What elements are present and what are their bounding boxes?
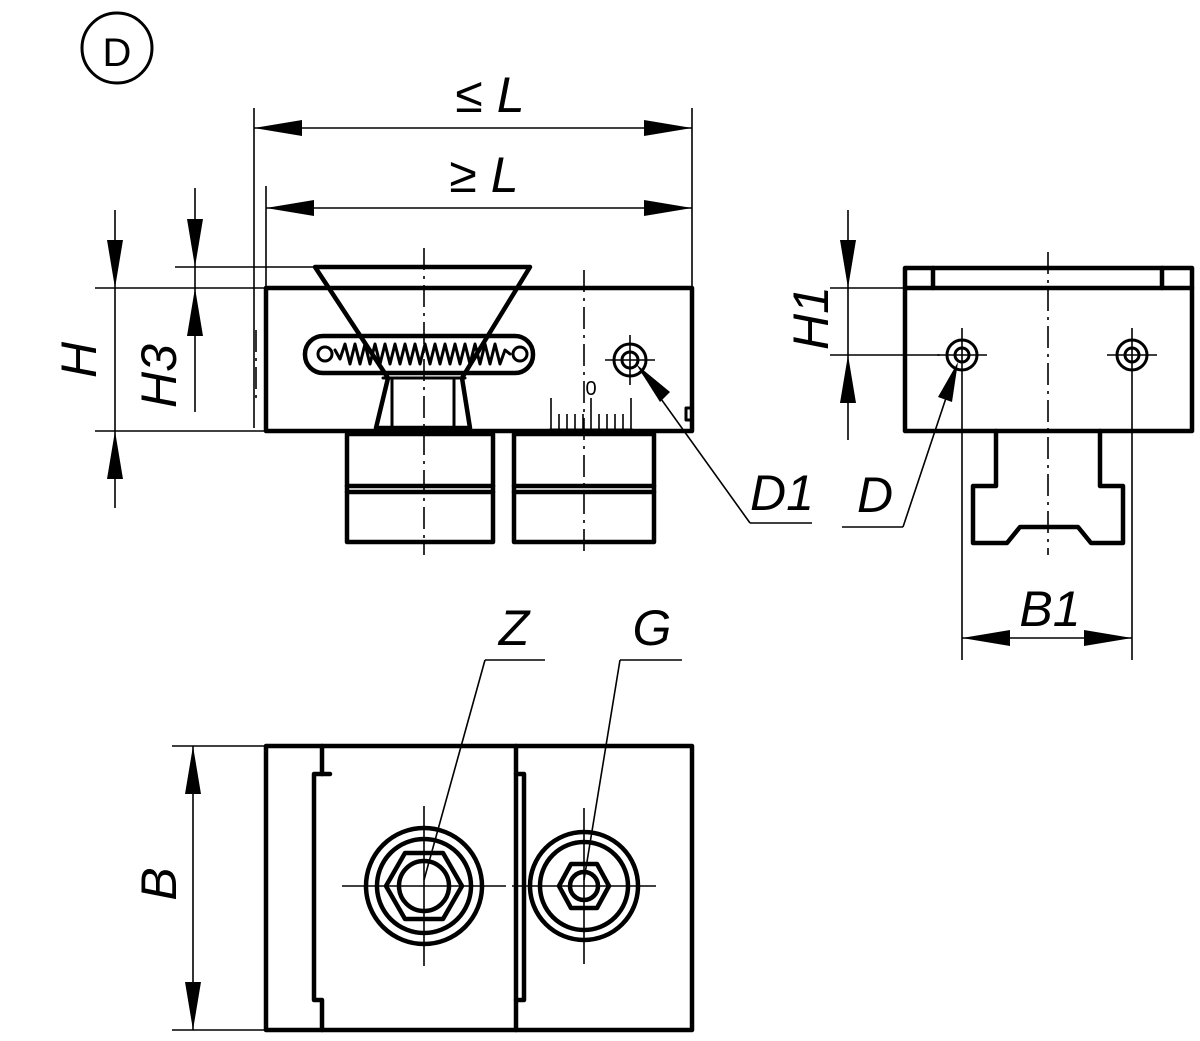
dim-d1-label: D1 — [750, 465, 814, 521]
view-marker: D — [80, 11, 154, 85]
front-body — [263, 285, 695, 434]
screw-d-left — [937, 328, 987, 382]
dim-l-max-label: ≤ L — [455, 67, 524, 123]
slot-right — [513, 771, 527, 1003]
front-view: 0 — [255, 248, 695, 555]
dim-h-label: H — [51, 341, 107, 378]
t-slot-foot — [970, 428, 1126, 546]
dim-h1-label: H1 — [783, 286, 839, 350]
spring-slot — [302, 333, 536, 376]
dim-l-min-label: ≥ L — [449, 147, 518, 203]
front-dimensions: ≤ L ≥ L H H3 D1 — [51, 67, 814, 524]
top-dimensions: Z G B — [131, 600, 682, 1031]
dim-b-label: B — [131, 867, 187, 900]
side-view — [902, 252, 1195, 555]
nut-g — [512, 808, 656, 964]
dim-b1-label: B1 — [1019, 581, 1080, 637]
screw-d1 — [605, 335, 655, 385]
spring — [333, 342, 512, 366]
screw-d-right — [1107, 328, 1157, 382]
dim-h3-label: H3 — [131, 344, 187, 408]
view-marker-label: D — [103, 31, 132, 75]
top-body — [263, 743, 695, 1033]
side-dimensions: H1 D B1 — [783, 210, 1133, 660]
dim-g-label: G — [633, 600, 672, 656]
nut-z — [342, 806, 506, 966]
slot-left — [311, 771, 325, 1033]
dim-d-label: D — [857, 467, 893, 523]
dim-z-label: Z — [498, 600, 531, 656]
scale: 0 — [548, 378, 634, 432]
scale-zero-label: 0 — [585, 378, 596, 400]
top-view — [263, 743, 695, 1033]
